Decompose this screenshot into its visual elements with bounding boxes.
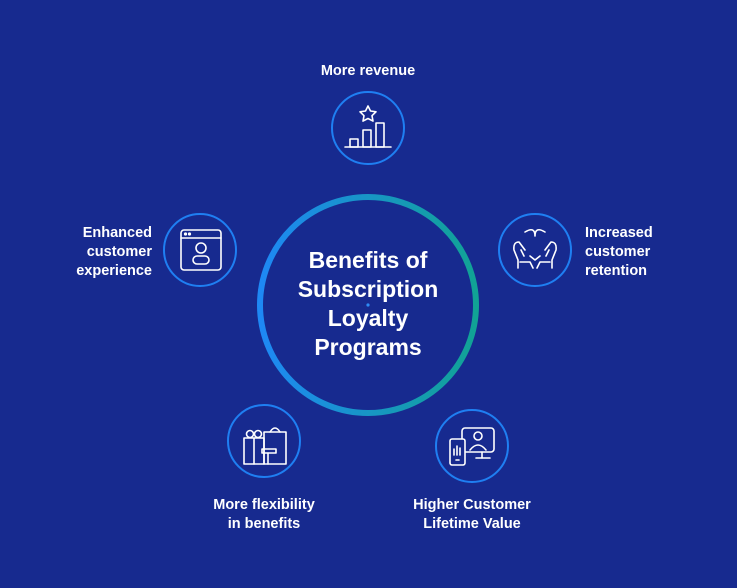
benefit-customer-retention: Increased customer retention [498,213,653,287]
center-title-line: Loyalty [328,305,409,331]
center-title-line: Benefits of [309,247,428,273]
benefit-label: customer [585,244,651,260]
center-hub: Benefits of Subscription Loyalty Program… [257,194,479,416]
icon-ring [163,213,237,287]
benefit-label: experience [76,263,152,279]
center-dot [366,303,370,307]
benefit-label: More revenue [321,63,415,79]
benefit-lifetime-value: Higher Customer Lifetime Value [413,409,531,532]
benefit-label: in benefits [228,516,301,532]
chart-star-icon [344,105,392,148]
icon-ring [227,404,301,478]
benefit-label: customer [87,244,153,260]
hands-heart-icon [513,228,557,269]
benefit-flexibility: More flexibility in benefits [213,404,315,532]
monitor-phone-user-icon [449,427,495,466]
center-ring [257,194,479,416]
benefit-label: Increased [585,225,653,241]
benefit-customer-experience: Enhanced customer experience [76,213,237,287]
icon-ring [435,409,509,483]
benefit-label: Lifetime Value [423,516,521,532]
benefit-label: More flexibility [213,497,315,513]
browser-user-icon [180,229,222,271]
center-title-line: Programs [314,334,421,360]
benefit-more-revenue: More revenue [321,63,415,165]
benefit-label: Higher Customer [413,497,531,513]
gifts-bag-icon [243,427,287,465]
benefit-label: Enhanced [83,225,152,241]
benefit-label: retention [585,263,647,279]
center-title-line: Subscription [298,276,439,302]
icon-ring [498,213,572,287]
icon-ring [331,91,405,165]
